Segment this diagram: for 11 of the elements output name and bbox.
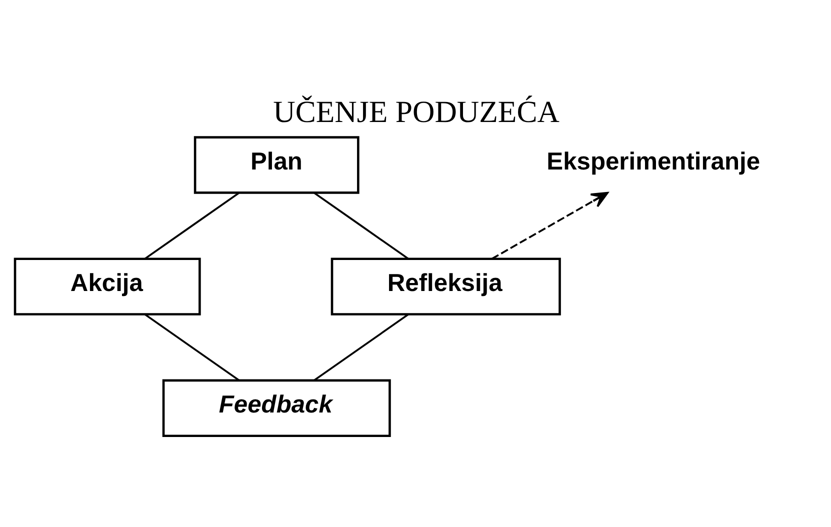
node-box: Akcija [14, 258, 201, 316]
connector [314, 192, 409, 260]
node-box: Plan [194, 136, 360, 194]
connector [314, 314, 409, 382]
connector [144, 192, 240, 260]
arrow [491, 192, 608, 260]
diagram-title: UČENJE PODUZEĆA [273, 94, 560, 129]
connector [144, 314, 240, 382]
node-text: Eksperimentiranje [546, 148, 760, 176]
node-box: Feedback [162, 379, 391, 437]
node-box: Refleksija [330, 258, 561, 316]
